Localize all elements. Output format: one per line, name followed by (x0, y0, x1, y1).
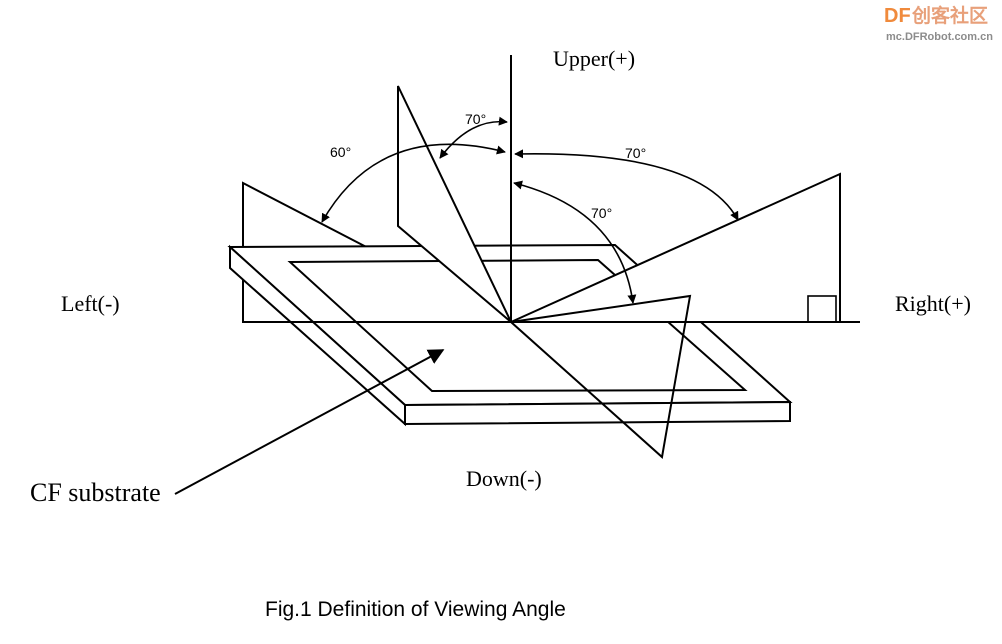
panel-front-edge (404, 400, 791, 426)
direction-down: Down(-) (466, 466, 542, 491)
callout-label: CF substrate (30, 478, 161, 507)
active-area (287, 258, 748, 393)
direction-right: Right(+) (895, 291, 971, 316)
watermark-cn: 创客社区 (911, 4, 988, 27)
angle-label-left: 60° (330, 144, 351, 160)
angle-label-right: 70° (625, 145, 646, 161)
down-angle-arc (513, 180, 637, 304)
right-angle-marker (807, 295, 837, 323)
direction-left: Left(-) (61, 291, 120, 316)
right-angle-arc (514, 149, 739, 221)
watermark-site: mc.DFRobot.com.cn (886, 31, 993, 43)
panel-left-edge (229, 244, 406, 427)
upper-angle-arc (439, 116, 508, 159)
angle-label-upper: 70° (465, 111, 486, 127)
down-viewing-plane (508, 294, 692, 459)
watermark-logo: DF 创客社区 mc.DFRobot.com.cn (884, 4, 993, 43)
direction-upper: Upper(+) (553, 46, 635, 71)
figure-caption: Fig.1 Definition of Viewing Angle (265, 598, 566, 621)
watermark-df: DF (884, 5, 911, 27)
left-angle-arc (321, 143, 506, 223)
callout-arrow (174, 349, 445, 495)
angle-label-down: 70° (591, 205, 612, 221)
